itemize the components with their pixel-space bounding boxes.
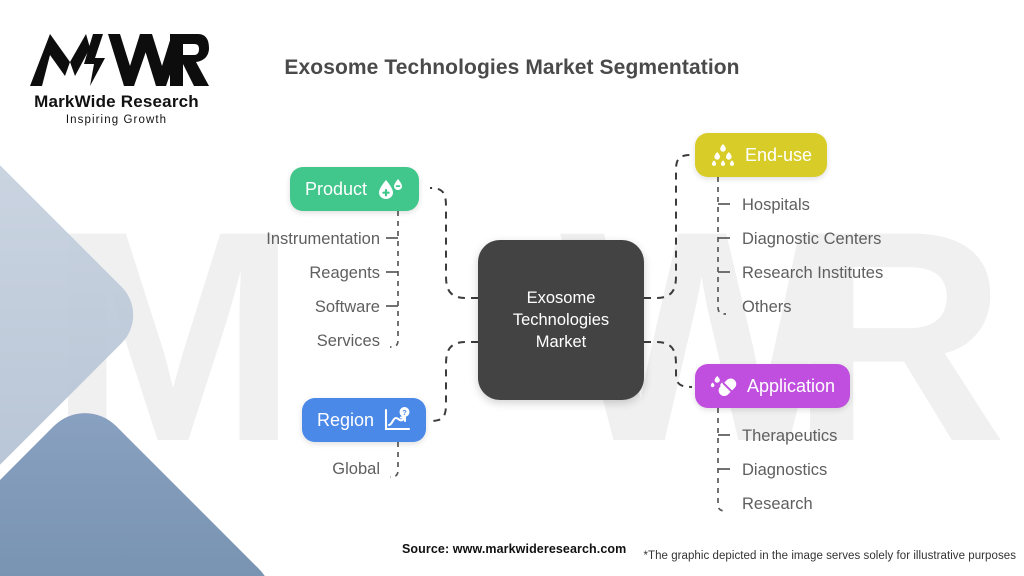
category-node-product[interactable]: Product (290, 167, 420, 211)
capsule-pill-icon (710, 374, 738, 398)
sublist-region: Global (180, 452, 380, 486)
droplets-plus-minus-icon (376, 177, 404, 201)
mwr-logo-icon (30, 34, 209, 86)
sub-item-region-0[interactable]: Global (332, 460, 380, 478)
category-node-region[interactable]: Region ? (302, 398, 427, 442)
sublist-application: Therapeutics Diagnostics Research (742, 419, 1002, 521)
sub-item-application-1[interactable]: Diagnostics (742, 461, 828, 479)
brand-name: MarkWide Research (34, 92, 199, 111)
wire-region-spine (389, 442, 399, 478)
sub-item-product-0[interactable]: Instrumentation (266, 230, 380, 248)
disclaimer-note: *The graphic depicted in the image serve… (643, 550, 1016, 562)
brand-logo: MarkWide Research Inspiring Growth (24, 28, 209, 126)
wire-application-spine (717, 408, 727, 512)
wire-center-to-product (429, 187, 478, 299)
sublist-end-use: Hospitals Diagnostic Centers Research In… (742, 188, 1002, 324)
sublist-product: Instrumentation Reagents Software Servic… (180, 222, 380, 358)
page-title: Exosome Technologies Market Segmentation (284, 56, 740, 79)
chart-question-icon: ? (383, 407, 411, 433)
sub-item-end-use-2[interactable]: Research Institutes (742, 264, 884, 282)
category-label-end-use: End-use (745, 144, 813, 165)
category-label-product: Product (305, 178, 368, 199)
wire-enduse-spine (717, 177, 727, 315)
sub-item-product-1[interactable]: Reagents (309, 264, 380, 282)
wire-center-to-application (644, 341, 693, 388)
wire-center-to-region (429, 341, 478, 422)
molecule-cluster-icon (710, 143, 736, 167)
sub-item-end-use-1[interactable]: Diagnostic Centers (742, 230, 882, 248)
center-node[interactable]: Exosome Technologies Market (478, 240, 644, 400)
sub-item-end-use-3[interactable]: Others (742, 298, 792, 316)
wire-center-to-enduse (644, 154, 693, 299)
svg-text:?: ? (402, 408, 407, 417)
source-attribution: Source: www.markwideresearch.com (402, 542, 627, 556)
sub-item-product-3[interactable]: Services (316, 332, 380, 350)
category-label-region: Region (317, 409, 375, 430)
category-node-application[interactable]: Application (695, 364, 851, 408)
center-node-label: Exosome Technologies Market (512, 288, 610, 352)
category-node-end-use[interactable]: End-use (695, 133, 828, 177)
sub-item-end-use-0[interactable]: Hospitals (742, 196, 810, 214)
sub-item-application-0[interactable]: Therapeutics (742, 427, 838, 445)
wire-product-spine (389, 211, 399, 348)
brand-tagline: Inspiring Growth (65, 114, 168, 126)
sub-item-application-2[interactable]: Research (742, 495, 813, 513)
sub-item-product-2[interactable]: Software (314, 298, 380, 316)
category-label-application: Application (747, 375, 836, 396)
